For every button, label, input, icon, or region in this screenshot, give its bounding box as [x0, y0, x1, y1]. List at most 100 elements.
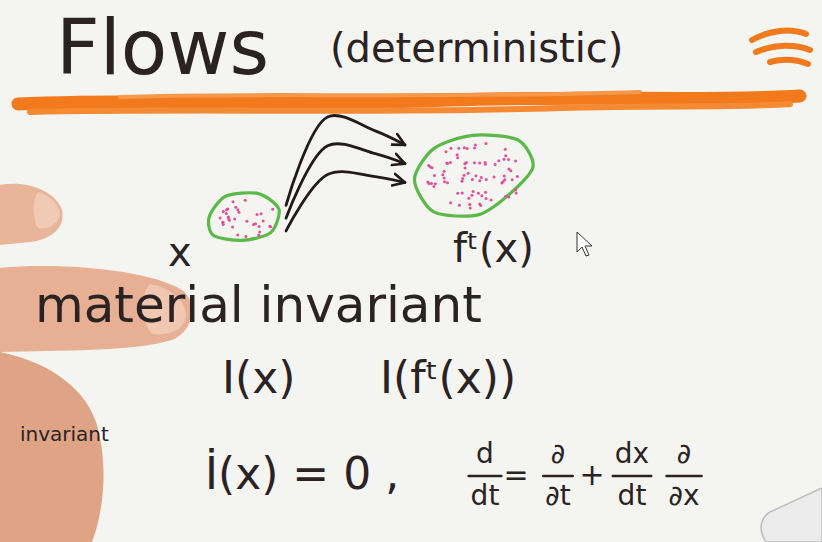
blob-outline-path	[209, 193, 280, 241]
point-dot	[446, 162, 449, 165]
point-dot	[480, 176, 483, 179]
underline-stroke	[120, 92, 640, 97]
point-dot	[457, 147, 460, 150]
blob-outline	[405, 128, 540, 222]
point-dot	[485, 197, 488, 200]
point-dot	[467, 172, 470, 175]
flow-arrow	[286, 144, 405, 218]
heading: material invariant	[35, 280, 482, 330]
fraction-part: dt	[618, 482, 647, 510]
point-dot	[231, 225, 234, 228]
point-dot	[490, 199, 493, 202]
point-dot	[269, 225, 272, 228]
point-dot	[256, 213, 259, 216]
point-dot	[271, 208, 274, 211]
fraction-part: dx	[615, 440, 649, 468]
point-dot	[514, 160, 517, 163]
point-dot	[515, 191, 518, 194]
point-dot	[232, 200, 235, 203]
mouse-cursor	[577, 232, 592, 256]
point-dot	[461, 192, 464, 195]
fraction-part: ∂x	[668, 482, 699, 510]
title: Flows	[56, 10, 269, 86]
point-dot	[474, 144, 477, 147]
point-dot	[493, 176, 496, 179]
point-dot	[443, 180, 446, 183]
point-dot	[477, 192, 480, 195]
point-dot	[484, 191, 487, 194]
point-dot	[516, 175, 519, 178]
point-dot	[258, 225, 261, 228]
point-dot	[469, 206, 472, 209]
point-dot	[507, 196, 510, 199]
formula: I(x)	[222, 356, 295, 400]
fraction-bar	[666, 475, 701, 478]
blob-region: fᵗ(x)	[405, 128, 540, 222]
point-dot	[507, 158, 510, 161]
point-dot	[257, 234, 260, 237]
point-dot	[497, 159, 500, 162]
point-dot	[503, 158, 506, 161]
fraction-part: ∂	[677, 440, 691, 468]
point-label: x	[168, 232, 192, 272]
flow-arrow	[286, 172, 405, 231]
point-dot	[443, 170, 446, 173]
point-dot	[432, 185, 435, 188]
point-dot	[258, 231, 261, 234]
point-dot	[221, 221, 224, 224]
point-dot	[484, 142, 487, 145]
fraction-bar	[543, 475, 572, 478]
point-dot	[441, 173, 444, 176]
point-dot	[484, 161, 487, 164]
point-dot	[260, 212, 263, 215]
point-dot	[449, 147, 452, 150]
fraction-bar	[469, 475, 502, 478]
point-dot	[449, 201, 452, 204]
point-dot	[262, 219, 265, 222]
point-dot	[466, 147, 469, 150]
point-dot	[227, 217, 230, 220]
point-dot	[507, 167, 510, 170]
point-dot	[503, 174, 506, 177]
marker-pen	[761, 488, 822, 542]
point-dot	[222, 221, 225, 224]
point-dot	[480, 194, 483, 197]
blob-outline-path	[414, 135, 533, 216]
point-dot	[268, 225, 271, 228]
point-dot	[511, 178, 514, 181]
point-dot	[467, 197, 470, 200]
point-dot	[236, 234, 239, 237]
finger	[0, 184, 63, 245]
point-dot	[449, 161, 452, 164]
fraction-part: d	[476, 440, 494, 468]
point-dot	[478, 202, 481, 205]
subtitle: (deterministic)	[330, 28, 623, 68]
point-dot	[236, 208, 239, 211]
point-dot	[456, 153, 459, 156]
point-dot	[233, 217, 236, 220]
point-dot	[426, 180, 429, 183]
point-dot	[504, 195, 507, 198]
fraction-bar	[613, 475, 651, 478]
point-dot	[222, 210, 225, 213]
point-dot	[463, 174, 466, 177]
operator: =	[503, 460, 528, 490]
point-dot	[458, 204, 461, 207]
point-dot	[244, 235, 247, 238]
underline-stroke	[30, 104, 790, 112]
formula: İ(x) = 0 ,	[205, 452, 399, 496]
point-dot	[503, 178, 506, 181]
palm	[0, 352, 104, 542]
point-dot	[427, 164, 430, 167]
point-dot	[473, 161, 476, 164]
point-dot	[478, 179, 481, 182]
point-dot	[219, 216, 222, 219]
point-dot	[244, 199, 247, 202]
point-label: fᵗ(x)	[453, 228, 534, 268]
formula: I(fᵗ(x))	[380, 356, 516, 400]
point-dot	[474, 174, 477, 177]
point-dot	[445, 161, 448, 164]
point-dot	[245, 220, 248, 223]
fraction-part: ∂t	[545, 482, 570, 510]
